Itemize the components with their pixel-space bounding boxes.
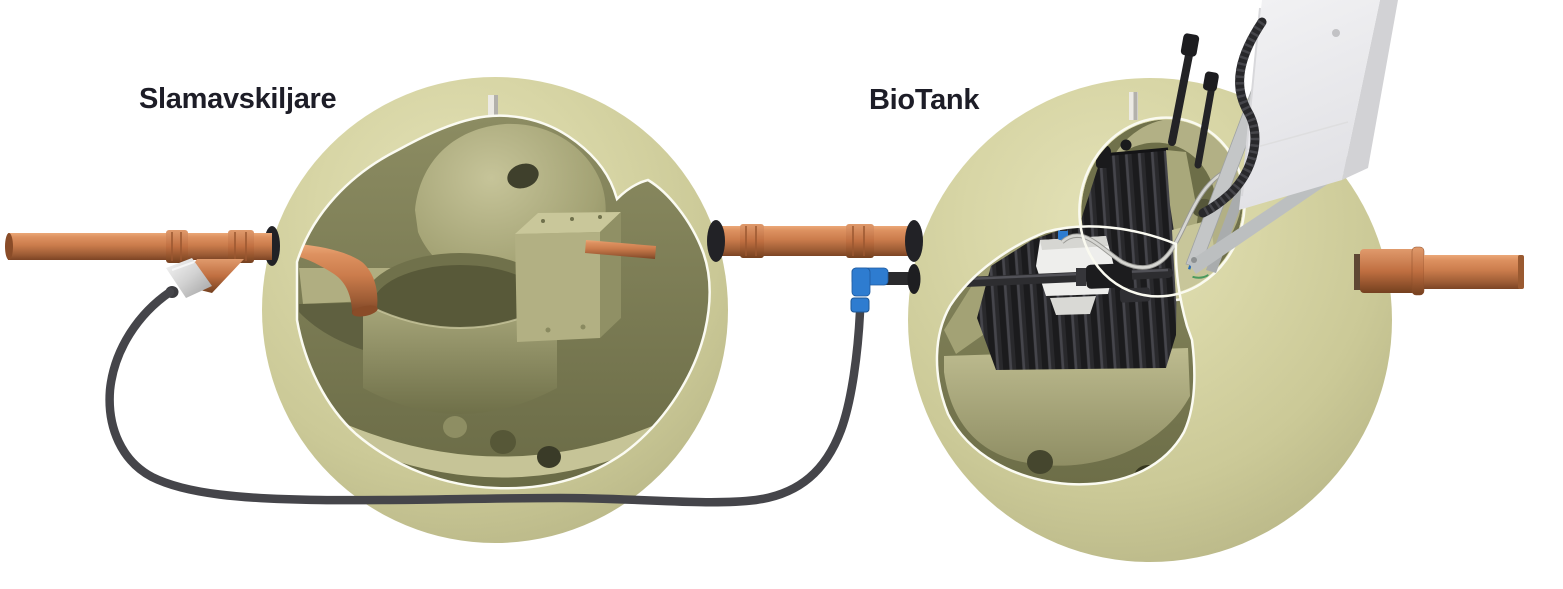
biotank-interior — [936, 118, 1243, 485]
right-tank-label: BioTank — [869, 84, 980, 116]
frame-bolt — [1191, 257, 1197, 263]
standpipe-cap — [1203, 71, 1219, 92]
inlet-assembly — [5, 230, 272, 298]
media-pipe-stub — [1120, 139, 1132, 151]
air-hose-coupling — [850, 297, 870, 313]
elbow-mouth — [352, 305, 378, 317]
slamavskiljare-tank — [262, 77, 728, 543]
control-cabinet — [1239, 0, 1380, 210]
rivet — [580, 324, 586, 330]
cut-edge — [935, 225, 1196, 486]
floor-hole — [490, 430, 516, 454]
outlet-socket-ring — [1411, 246, 1425, 296]
cabinet-air-hose-ribs — [1200, 19, 1266, 218]
standpipe — [1168, 46, 1194, 146]
vent-stub — [488, 95, 498, 125]
pipe-coupling — [846, 224, 874, 258]
baffle-box — [515, 212, 621, 342]
standpipe — [1194, 82, 1216, 169]
vent-stub-shade — [494, 95, 498, 125]
air-hose-fittings — [850, 264, 921, 313]
cap-highlight — [171, 261, 195, 271]
rivet — [545, 327, 551, 333]
air-pipe-flange — [907, 264, 921, 294]
rivet — [598, 215, 602, 219]
floor-hole — [1027, 450, 1053, 474]
vent-stub-shade — [1133, 92, 1138, 120]
air-hose — [105, 287, 865, 507]
outlet-assembly — [1354, 246, 1524, 296]
pipe-sleeve — [1085, 263, 1133, 289]
media-pipe-stub — [1096, 152, 1110, 168]
baffle-side — [600, 212, 621, 338]
pipe-coupling — [166, 230, 188, 263]
outlet-pipe — [1424, 255, 1522, 289]
left-tank-label: Slamavskiljare — [139, 83, 337, 115]
pipe-coupling — [740, 224, 764, 258]
brand-mark-tagline — [1192, 274, 1209, 279]
air-hose-elbow-fitting — [851, 267, 871, 297]
cut-edge — [295, 114, 711, 490]
pipe-fitting — [1076, 268, 1086, 286]
inlet-pipe-end — [5, 233, 13, 260]
rivet — [541, 219, 545, 223]
cylinder-body — [363, 303, 557, 414]
outlet-wall-joint — [1354, 254, 1362, 290]
transfer-grommet — [905, 220, 923, 262]
transfer-grommet — [707, 220, 725, 262]
dome-hole — [507, 163, 539, 189]
control-cabinet-side — [1342, 0, 1398, 180]
cabinet-seam — [1245, 121, 1349, 151]
cabinet-knob — [1332, 29, 1340, 37]
pipe-coupling — [228, 230, 254, 263]
rivet — [570, 217, 574, 221]
center-cylinder — [362, 253, 558, 414]
outlet-pipe-end — [1518, 255, 1524, 289]
floor-cut-band — [336, 420, 662, 478]
pump-housing-panel — [1050, 296, 1096, 315]
baffle-front — [515, 232, 600, 342]
baffle-top — [515, 212, 621, 234]
standpipe-cap — [1180, 33, 1200, 57]
internal-outlet-pipe — [585, 240, 656, 259]
floor-hole — [537, 446, 561, 468]
media-top-edge — [1101, 147, 1169, 157]
outlet-socket — [1360, 249, 1420, 293]
internal-inlet-elbow — [297, 244, 378, 314]
floor-hole — [443, 416, 467, 438]
control-cabinet-assembly — [1185, 0, 1398, 274]
transfer-pipe-assembly — [707, 220, 923, 262]
interior-floor — [944, 348, 1190, 466]
tank-cutaway-interior — [297, 115, 710, 489]
sensor-hose — [1061, 166, 1235, 269]
